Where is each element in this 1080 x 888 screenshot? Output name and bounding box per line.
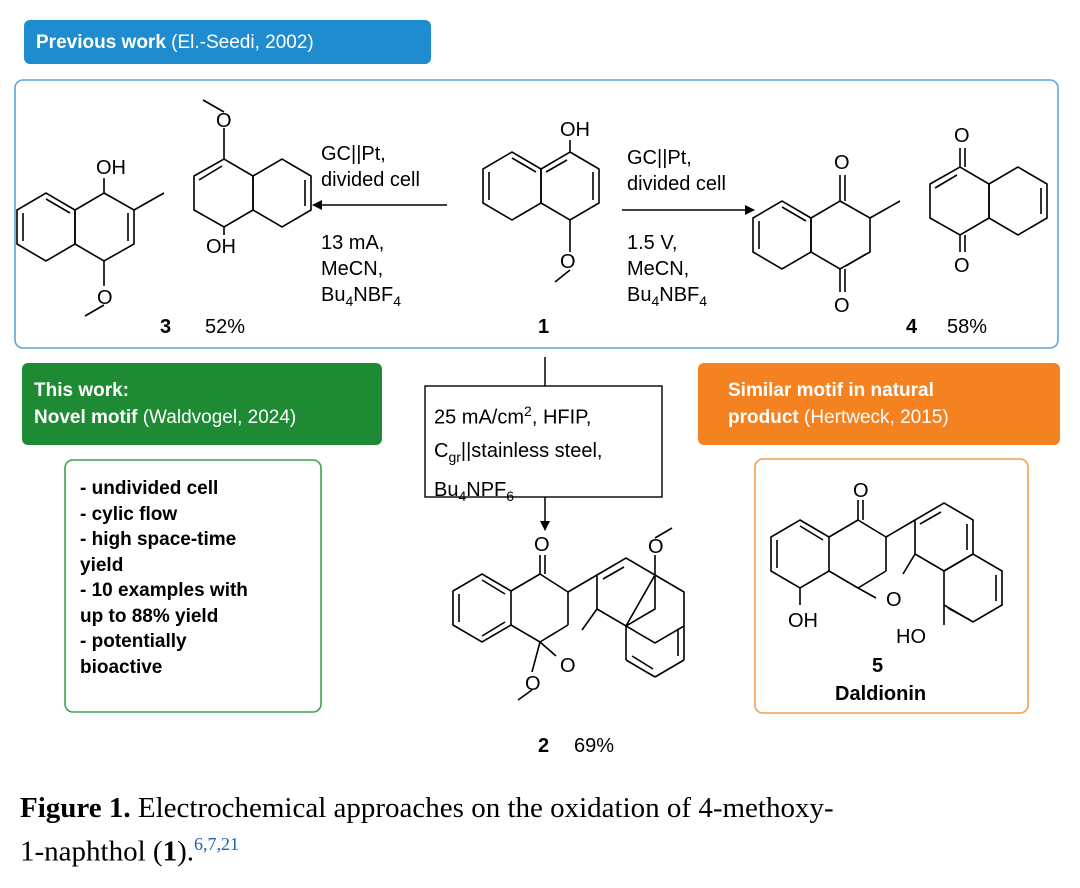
compound-2-structure <box>452 527 685 701</box>
conditions-box <box>424 385 663 498</box>
c1-o-label: O <box>560 251 576 273</box>
previous-work-banner: Previous work (El.-Seedi, 2002) <box>24 20 431 64</box>
compound-5-structure <box>770 500 1003 625</box>
caption-references: 6,7,21 <box>193 834 239 854</box>
this-work-reference: (Waldvogel, 2024) <box>137 407 297 428</box>
compound-4-number: 4 <box>906 316 918 338</box>
similar-motif-banner: Similar motif in natural product (Hertwe… <box>698 363 1060 445</box>
feature-line: - 10 examples with <box>80 580 248 601</box>
previous-work-frame <box>14 79 1059 349</box>
c5-carbonyl-o-label: O <box>853 480 869 502</box>
left-condition-cell: divided cell <box>321 169 420 191</box>
atom-labels: OH O OH OH O O O O O O O O O O O O OH HO <box>96 110 970 695</box>
compound-2-yield: 69% <box>574 735 614 757</box>
c2-carbonyl-o-label: O <box>534 534 550 556</box>
c4-o-1-label: O <box>834 152 850 174</box>
feature-line: yield <box>80 554 124 576</box>
caption-text-line1: Electrochemical approaches on the oxidat… <box>130 792 834 824</box>
compound-3-number: 3 <box>160 316 171 338</box>
c1-oh-label: OH <box>560 119 590 141</box>
reaction-scheme: OH O OH OH O O O O O O O O O O O O OH HO… <box>14 79 1059 757</box>
similar-motif-reference: (Hertweck, 2015) <box>798 407 949 428</box>
right-conditions: GC||Pt, divided cell <box>627 145 726 197</box>
c3-oh-bottom-label: OH <box>206 236 236 258</box>
feature-line: - high space-time <box>80 529 237 550</box>
similar-motif-title: Similar motif in natural <box>728 380 934 401</box>
center-condition-current: 25 mA/cm2, HFIP, <box>434 403 592 429</box>
similar-motif-product: product <box>728 407 799 428</box>
c3-o-bottom-label: O <box>97 287 113 309</box>
compound-1-structure <box>482 140 600 283</box>
this-work-title: This work: <box>34 380 130 401</box>
left-condition-solvent: MeCN, <box>321 258 384 280</box>
c5-ho-label: HO <box>896 626 926 648</box>
this-work-banner: This work: Novel motif (Waldvogel, 2024) <box>22 363 382 445</box>
right-condition-cell: divided cell <box>627 173 726 195</box>
daldionin-frame <box>754 458 1029 714</box>
previous-work-title: Previous work <box>36 31 166 53</box>
compound-3-structure <box>16 99 312 317</box>
left-conditions: GC||Pt, divided cell <box>321 141 420 193</box>
right-condition-solvent: MeCN, <box>627 258 690 280</box>
caption-text-line2: 1-naphthol ( <box>20 835 163 868</box>
features-list: - undivided cell - cylic flow - high spa… <box>80 476 248 680</box>
features-frame <box>64 459 322 713</box>
compound-3-yield: 52% <box>205 316 245 338</box>
center-condition-electrolyte: Bu4NPF6 <box>434 478 515 504</box>
this-work-motif: Novel motif <box>34 407 138 428</box>
c5-oh-label: OH <box>788 610 818 632</box>
compound-1-number: 1 <box>538 316 549 338</box>
c4-o-3-label: O <box>954 125 970 147</box>
caption-compound-ref: 1 <box>162 835 178 868</box>
compound-5-number: 5 <box>872 655 883 677</box>
compound-2-number: 2 <box>538 735 549 757</box>
caption-label: Figure 1. <box>20 792 131 824</box>
left-condition-electrolyte: Bu4NBF4 <box>321 284 402 309</box>
center-condition-electrodes: Cgr||stainless steel, <box>434 439 603 465</box>
feature-line: up to 88% yield <box>80 605 219 627</box>
c5-ring-o-label: O <box>886 589 902 611</box>
c4-o-2-label: O <box>834 295 850 317</box>
feature-line: - undivided cell <box>80 478 219 499</box>
c3-o-top-label: O <box>216 110 232 132</box>
compound-labels: 1 3 52% 4 58% 2 69% 5 Daldionin <box>160 316 987 757</box>
c2-methoxy-o-right-label: O <box>648 536 664 558</box>
c3-oh-top-label: OH <box>96 157 126 179</box>
c2-methoxy-o-left-label: O <box>525 673 541 695</box>
left-condition-electrodes: GC||Pt, <box>321 143 386 165</box>
right-condition-electrolyte: Bu4NBF4 <box>627 284 708 309</box>
right-conditions-lower: 1.5 V, MeCN, Bu4NBF4 <box>627 230 707 314</box>
feature-line: - potentially <box>80 631 187 652</box>
previous-work-reference: (El.-Seedi, 2002) <box>165 31 314 53</box>
compound-4-structure <box>752 148 1048 292</box>
left-condition-current: 13 mA, <box>321 232 385 254</box>
feature-line: bioactive <box>80 656 163 678</box>
figure-caption: Figure 1. Electrochemical approaches on … <box>20 792 834 868</box>
right-condition-voltage: 1.5 V, <box>627 232 678 254</box>
center-conditions: 25 mA/cm2, HFIP, Cgr||stainless steel, B… <box>434 395 602 513</box>
right-condition-electrodes: GC||Pt, <box>627 147 692 169</box>
left-conditions-lower: 13 mA, MeCN, Bu4NBF4 <box>321 230 401 314</box>
c4-o-4-label: O <box>954 255 970 277</box>
compound-4-yield: 58% <box>947 316 987 338</box>
feature-line: - cylic flow <box>80 503 178 525</box>
c2-ring-o-label: O <box>560 655 576 677</box>
compound-5-name: Daldionin <box>835 683 926 705</box>
